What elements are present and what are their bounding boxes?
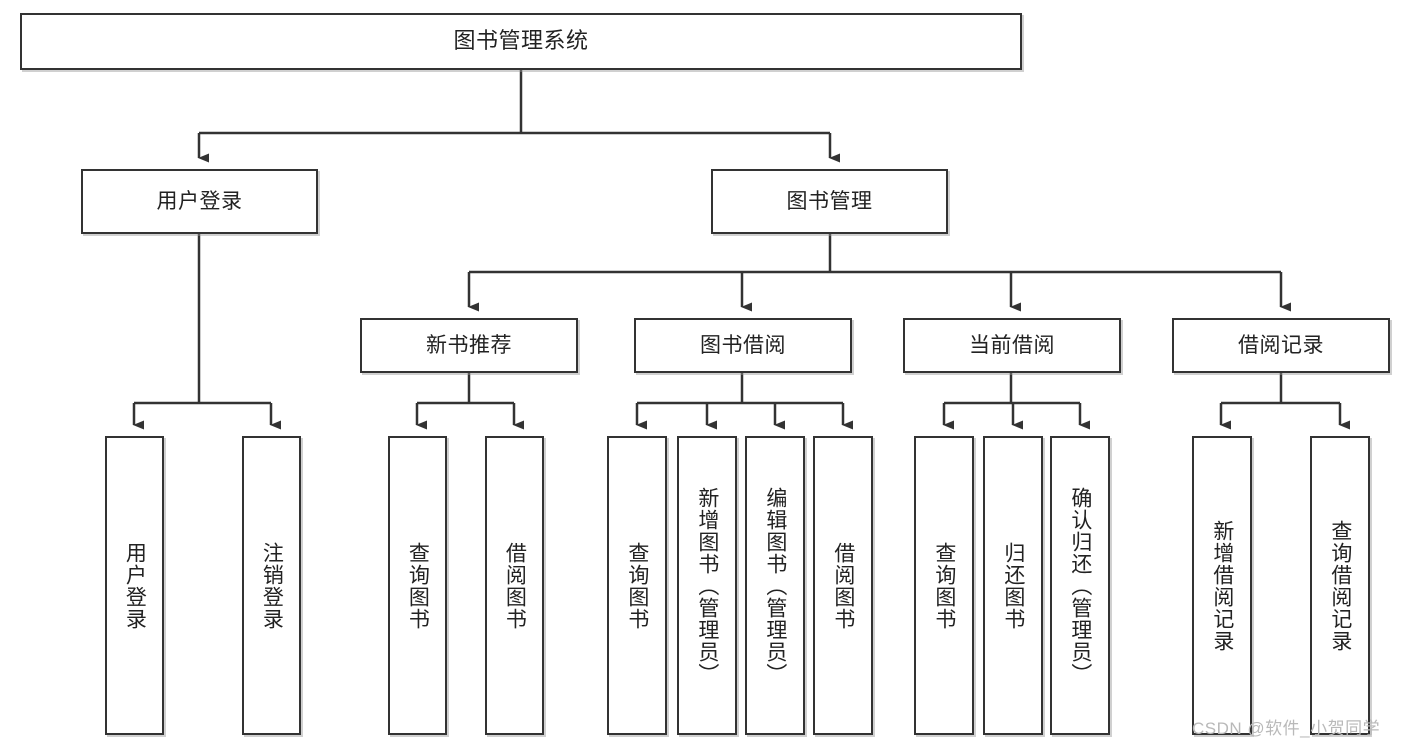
node-book-management[interactable]: 图书管理 bbox=[711, 169, 948, 234]
node-leaf-add-borrow-record[interactable]: 新增借阅记录 bbox=[1192, 436, 1252, 735]
node-leaf-edit-book-admin[interactable]: 编辑图书（管理员） bbox=[745, 436, 805, 735]
node-label: 确认归还（管理员） bbox=[1068, 486, 1092, 685]
node-leaf-user-login[interactable]: 用户登录 bbox=[105, 436, 164, 735]
node-leaf-return-book[interactable]: 归还图书 bbox=[983, 436, 1043, 735]
node-label: 新增图书（管理员） bbox=[695, 486, 719, 685]
node-leaf-confirm-return-admin[interactable]: 确认归还（管理员） bbox=[1050, 436, 1110, 735]
node-label: 查询图书 bbox=[406, 541, 430, 630]
node-new-book-recommend[interactable]: 新书推荐 bbox=[360, 318, 578, 373]
node-leaf-logout[interactable]: 注销登录 bbox=[242, 436, 301, 735]
node-root-book-management-system[interactable]: 图书管理系统 bbox=[20, 13, 1022, 70]
node-leaf-query-borrow-record[interactable]: 查询借阅记录 bbox=[1310, 436, 1370, 735]
node-user-login[interactable]: 用户登录 bbox=[81, 169, 318, 234]
node-label: 注销登录 bbox=[260, 541, 284, 630]
node-label: 新书推荐 bbox=[426, 333, 512, 357]
node-label: 查询图书 bbox=[932, 541, 956, 630]
node-label: 用户登录 bbox=[123, 541, 147, 630]
node-leaf-borrow-book-recommend[interactable]: 借阅图书 bbox=[485, 436, 544, 735]
node-label: 借阅图书 bbox=[831, 541, 855, 630]
node-label: 图书借阅 bbox=[700, 333, 786, 357]
node-borrow-record[interactable]: 借阅记录 bbox=[1172, 318, 1390, 373]
node-label: 查询图书 bbox=[625, 541, 649, 630]
node-label: 借阅记录 bbox=[1238, 333, 1324, 357]
node-label: 借阅图书 bbox=[503, 541, 527, 630]
node-label: 新增借阅记录 bbox=[1210, 519, 1234, 652]
node-label: 图书管理 bbox=[786, 189, 873, 213]
node-label: 编辑图书（管理员） bbox=[763, 486, 787, 685]
node-leaf-add-book-admin[interactable]: 新增图书（管理员） bbox=[677, 436, 737, 735]
node-leaf-query-book-current[interactable]: 查询图书 bbox=[914, 436, 974, 735]
node-leaf-query-book-recommend[interactable]: 查询图书 bbox=[388, 436, 447, 735]
node-label: 图书管理系统 bbox=[453, 28, 589, 54]
node-label: 查询借阅记录 bbox=[1328, 519, 1352, 652]
node-book-borrow[interactable]: 图书借阅 bbox=[634, 318, 852, 373]
node-leaf-query-book-borrow[interactable]: 查询图书 bbox=[607, 436, 667, 735]
node-label: 当前借阅 bbox=[969, 333, 1055, 357]
node-label: 用户登录 bbox=[156, 189, 243, 213]
node-label: 归还图书 bbox=[1001, 541, 1025, 630]
node-leaf-borrow-book[interactable]: 借阅图书 bbox=[813, 436, 873, 735]
node-current-borrow[interactable]: 当前借阅 bbox=[903, 318, 1121, 373]
